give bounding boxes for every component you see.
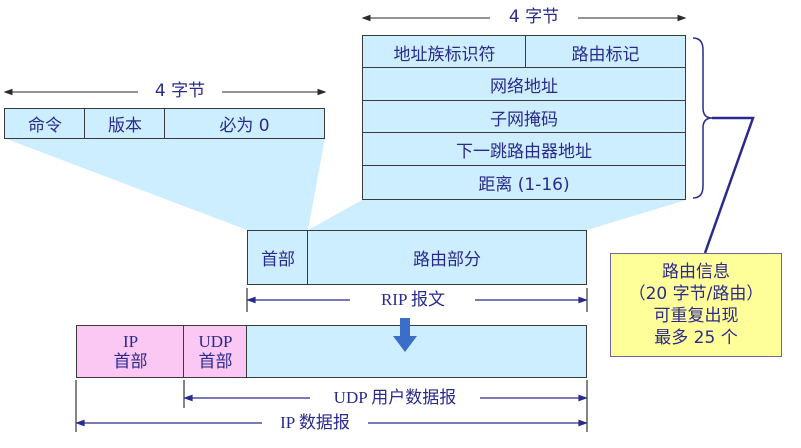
ip-header-sublabel: 首部 [113, 351, 148, 372]
field-must-be-zero: 必为 0 [164, 108, 325, 139]
udp-header-cell: UDP 首部 [183, 325, 248, 378]
note-line: 可重复出现 [653, 306, 739, 326]
udp-header-sublabel: 首部 [198, 351, 233, 372]
route-width-label: 4 字节 [508, 7, 560, 27]
field-version: 版本 [84, 108, 166, 139]
field-network-address: 网络地址 [362, 67, 686, 102]
udp-span-label: UDP 用户数据报 [333, 388, 457, 407]
rip-routing-part: 路由部分 [307, 230, 587, 285]
note-line: 路由信息 [662, 262, 730, 282]
header-width-label: 4 字节 [154, 81, 206, 101]
route-entry-brace [692, 37, 713, 199]
route-entry-projection [308, 200, 686, 230]
field-next-hop: 下一跳路由器地址 [362, 132, 686, 167]
udp-payload-cell [246, 325, 587, 378]
field-address-family: 地址族标识符 [362, 35, 527, 69]
udp-header-label: UDP [198, 331, 233, 351]
rip-span-arrow [246, 288, 588, 312]
route-width-arrow [361, 14, 687, 22]
rip-header-cell: 首部 [247, 230, 309, 285]
field-subnet-mask: 子网掩码 [362, 100, 686, 134]
rip-span-label: RIP 报文 [380, 290, 446, 309]
ip-span-label: IP 数据报 [280, 413, 350, 432]
ip-span-arrow [75, 380, 588, 432]
field-command: 命令 [4, 108, 86, 139]
header-projection [4, 138, 325, 230]
header-width-arrow [3, 88, 327, 96]
ip-header-cell: IP 首部 [76, 325, 185, 378]
note-line: 最多 25 个 [654, 328, 738, 348]
note-line: （20 字节/路由） [628, 284, 764, 304]
ip-header-label: IP [122, 331, 139, 351]
routing-info-note: 路由信息 （20 字节/路由） 可重复出现 最多 25 个 [610, 253, 782, 357]
brace-to-note-line [703, 116, 755, 254]
udp-span-arrow [183, 380, 588, 432]
field-route-tag: 路由标记 [525, 35, 686, 69]
field-distance: 距离 (1-16) [362, 165, 686, 200]
